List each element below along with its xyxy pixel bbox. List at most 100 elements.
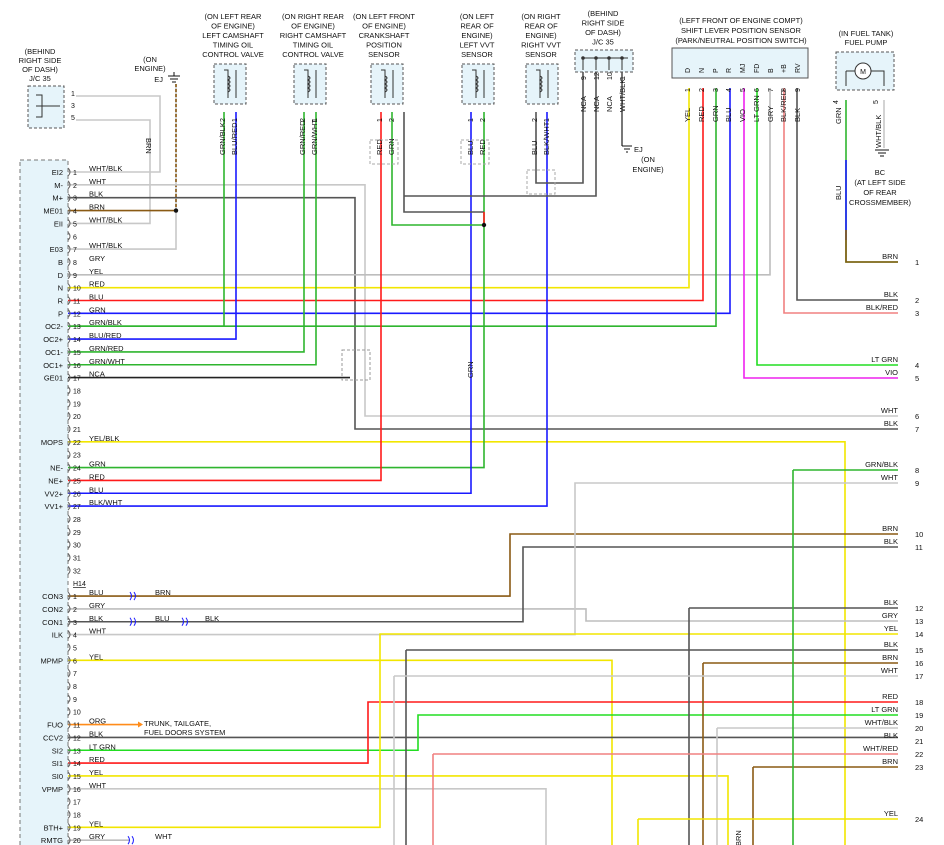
ecu-wire-color: GRN/WHT xyxy=(89,357,125,366)
junction-dot xyxy=(620,56,624,60)
ecu-pin-number: 9 xyxy=(73,697,77,704)
ecu-pin-bracket xyxy=(67,745,71,755)
ecu-pin-bracket xyxy=(67,231,71,241)
ecu-wire-color: GRY xyxy=(89,601,105,610)
ecu-signal-mpmp: MPMP xyxy=(41,656,64,665)
ref-number-9: 9 xyxy=(915,479,919,488)
wire-shield-common xyxy=(403,112,484,213)
ecu-pin-number: 31 xyxy=(73,556,81,563)
ecu-pin-number: 13 xyxy=(73,748,81,755)
ecu-wire-color: LT GRN xyxy=(89,742,116,751)
ecu-pin-bracket xyxy=(67,501,71,511)
connector-mark xyxy=(127,835,134,845)
ecu-signal-con3: CON3 xyxy=(42,592,63,601)
ref-number-23: 23 xyxy=(915,763,923,772)
shift-signal-mj: MJ xyxy=(740,64,747,73)
wire-vv1-plus xyxy=(68,112,548,507)
ecu-pin-bracket xyxy=(67,643,71,652)
ref-number-4: 4 xyxy=(915,361,919,370)
ecu-pin-bracket xyxy=(67,257,71,267)
wire-jc35-bus xyxy=(404,70,597,197)
ecu-wire-color-after: WHT xyxy=(155,832,172,841)
ref-wire-color: BRN xyxy=(882,524,898,533)
ref-wire-color: WHT xyxy=(881,473,898,482)
connector-mark xyxy=(181,617,188,627)
ecu-pin-number: 4 xyxy=(73,209,77,216)
ref-wire-color: RED xyxy=(882,692,898,701)
ecu-pin-bracket xyxy=(67,283,71,293)
jc35-top-wire-color: NCA xyxy=(605,96,614,112)
grn-vertical-label: GRN xyxy=(466,361,475,378)
shift-wire-color: BLK xyxy=(793,108,802,122)
ecu-pin-bracket xyxy=(67,733,71,742)
ecu-wire-color: WHT xyxy=(89,627,106,636)
ecu-pin-number: 32 xyxy=(73,568,81,575)
cam-valve-right-title-3: TIMING OIL xyxy=(293,41,333,50)
wire-oc2-plus xyxy=(68,112,237,340)
ecu-signal-oc1+: OC1+ xyxy=(43,361,63,370)
shield-icon xyxy=(369,139,399,165)
ecu-pin-bracket xyxy=(67,476,71,485)
bc-line-3: CROSSMEMBER) xyxy=(849,198,912,207)
ref-wire-color: BLK/RED xyxy=(866,303,899,312)
ecu-signal-oc2+: OC2+ xyxy=(43,335,63,344)
ecu-wire-color: RED xyxy=(89,755,105,764)
ref-wire-color: BLK xyxy=(884,640,898,649)
ecu-wire-color: ORG xyxy=(89,717,106,726)
ref-wire-color: BRN xyxy=(882,252,898,261)
ecu-connector xyxy=(19,159,69,845)
cam-valve-right-title-1: OF ENGINE) xyxy=(291,22,335,31)
wire-fd xyxy=(756,88,898,366)
ecu-pin-bracket xyxy=(67,668,71,678)
ecu-wire-color: YEL xyxy=(89,652,103,661)
jc35-left-bus xyxy=(36,94,60,118)
ecu-pin-bracket xyxy=(67,463,71,472)
ecu-wire-color: GRN xyxy=(89,305,106,314)
coil-icon xyxy=(472,69,485,98)
jc35-top-pin: 9 xyxy=(581,76,588,80)
ecu-wire-color: BLK/WHT xyxy=(89,498,123,507)
ref-number-19: 19 xyxy=(915,711,923,720)
wire-shift-signal xyxy=(68,88,704,302)
ecu-signal-mops: MOPS xyxy=(41,438,63,447)
wire-mops xyxy=(68,441,846,845)
shift-line-1: SHIFT LEVER POSITION SENSOR xyxy=(681,26,801,35)
right-vvt-box xyxy=(525,63,559,105)
jc35-brn-label: BRN xyxy=(144,138,153,154)
left-vvt-title-4: SENSOR xyxy=(461,50,493,59)
ref-wire-color: VIO xyxy=(885,368,898,377)
ecu-wire-color: BLK xyxy=(89,729,103,738)
wire-oc2-minus xyxy=(68,112,225,328)
ref-wire-color: BRN xyxy=(882,757,898,766)
ecu-pin-bracket xyxy=(67,681,71,691)
ecu-pin-bracket xyxy=(67,771,71,781)
ecu-signal-vv2+: VV2+ xyxy=(44,489,63,498)
ecu-pin-number: 6 xyxy=(73,234,77,241)
ecu-pin-number: 22 xyxy=(73,440,81,447)
ref-number-2: 2 xyxy=(915,296,919,305)
ecu-pin-bracket xyxy=(67,270,71,280)
ecu-pin-bracket xyxy=(67,604,71,614)
wire-rv xyxy=(796,88,898,301)
ref-number-7: 7 xyxy=(915,425,919,434)
ecu-pin-bracket xyxy=(67,193,71,203)
right-vvt-title-0: (ON RIGHT xyxy=(521,12,561,21)
ecu-pin-bracket xyxy=(67,411,71,421)
crank-sensor-title-3: POSITION xyxy=(366,41,402,50)
ref-number-1: 1 xyxy=(915,258,919,267)
ecu-signal-si2: SI2 xyxy=(52,746,63,755)
ref-wire-color: WHT xyxy=(881,666,898,675)
h14-label: H14 xyxy=(73,581,86,588)
ecu-signal-r: R xyxy=(58,297,64,306)
jc35-top-title-2: OF DASH) xyxy=(585,28,621,37)
ecu-pin-number: 28 xyxy=(73,517,81,524)
cam-valve-right-title-4: CONTROL VALVE xyxy=(282,50,344,59)
jc35-left-pin-5: 5 xyxy=(71,115,75,122)
component-wire-color: GRN xyxy=(387,138,396,155)
junction-dot xyxy=(581,56,585,60)
component-pin: 1 xyxy=(377,118,384,122)
wire-si1 xyxy=(68,701,898,764)
ref-number-14: 14 xyxy=(915,630,923,639)
ref-number-11: 11 xyxy=(915,543,923,552)
